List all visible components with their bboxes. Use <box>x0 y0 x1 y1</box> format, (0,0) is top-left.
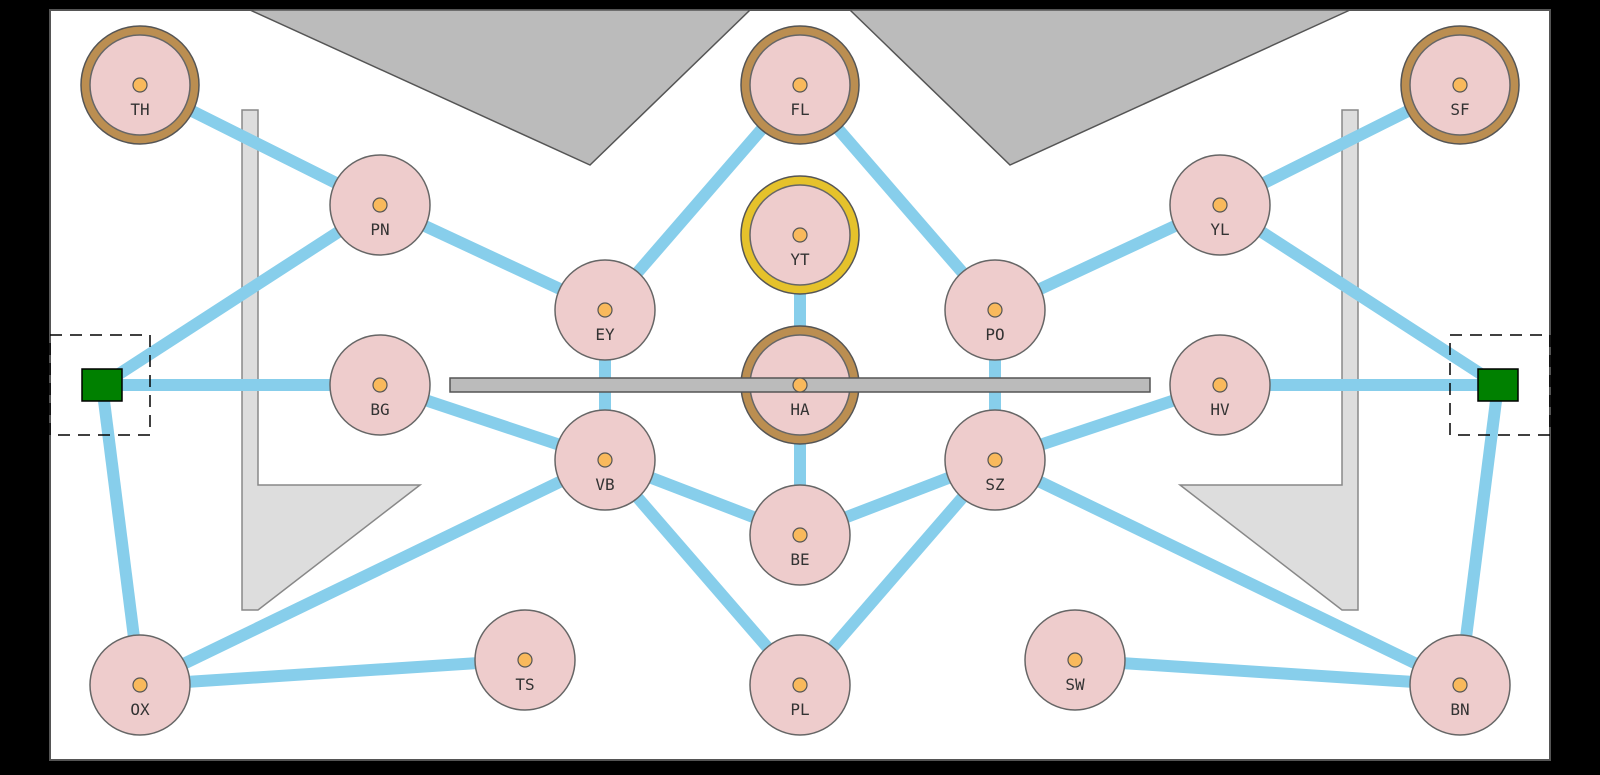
orange-dot-icon <box>1212 197 1228 213</box>
node-label: BN <box>1450 700 1469 719</box>
orange-dot-icon <box>792 677 808 693</box>
orange-dot-icon <box>792 227 808 243</box>
node-label: FL <box>790 100 809 119</box>
edge-vb-ox <box>137 454 608 691</box>
spawns-layer <box>81 368 1519 402</box>
node-label: PN <box>370 220 389 239</box>
edge-pn-l <box>98 199 384 391</box>
dark-wedge-right <box>848 9 1351 166</box>
node-label: HV <box>1210 400 1230 419</box>
orange-dot-icon <box>792 77 808 93</box>
orange-dot-icon <box>132 77 148 93</box>
node-label: BE <box>790 550 809 569</box>
spawn-zone-left <box>49 334 151 436</box>
node-label: PO <box>985 325 1004 344</box>
orange-dot-icon <box>1452 77 1468 93</box>
green-square-icon[interactable] <box>81 368 123 402</box>
obstacles <box>241 9 1359 611</box>
node-center-dots <box>132 77 1468 693</box>
edge-yl-r <box>1216 199 1502 391</box>
orange-dot-icon <box>792 377 808 393</box>
node-label: TH <box>130 100 149 119</box>
dark-wedge-left <box>249 9 752 166</box>
light-wall-left <box>241 109 423 611</box>
orange-dot-icon <box>372 377 388 393</box>
node-label: BG <box>370 400 389 419</box>
spawn-zones <box>49 334 1551 436</box>
node-label: HA <box>790 400 810 419</box>
orange-dot-icon <box>597 452 613 468</box>
orange-dot-icon <box>792 527 808 543</box>
edge-ox-ts <box>139 654 526 691</box>
orange-dot-icon <box>1212 377 1228 393</box>
node-label: VB <box>595 475 614 494</box>
orange-dot-icon <box>517 652 533 668</box>
node-label: SW <box>1065 675 1085 694</box>
node-label: PL <box>790 700 809 719</box>
orange-dot-icon <box>597 302 613 318</box>
node-label: SZ <box>985 475 1005 494</box>
node-label: TS <box>515 675 534 694</box>
orange-dot-icon <box>987 302 1003 318</box>
spawn-zone-right <box>1449 334 1551 436</box>
node-label: YT <box>790 250 810 269</box>
node-label: OX <box>130 700 150 719</box>
light-wall-right <box>1177 109 1359 611</box>
orange-dot-icon <box>987 452 1003 468</box>
edge-sz-bn <box>992 454 1463 691</box>
node-label: SF <box>1450 100 1469 119</box>
orange-dot-icon <box>132 677 148 693</box>
orange-dot-icon <box>1452 677 1468 693</box>
node-label: YL <box>1210 220 1229 239</box>
orange-dot-icon <box>372 197 388 213</box>
green-square-icon[interactable] <box>1477 368 1519 402</box>
nodes-layer: TH FL SF PN YL YT EY PO BG HA HV VB SZ BE OX TS PL SW BN <box>80 25 1520 736</box>
node-label: EY <box>595 325 615 344</box>
edge-sw-bn <box>1074 654 1461 691</box>
orange-dot-icon <box>1067 652 1083 668</box>
